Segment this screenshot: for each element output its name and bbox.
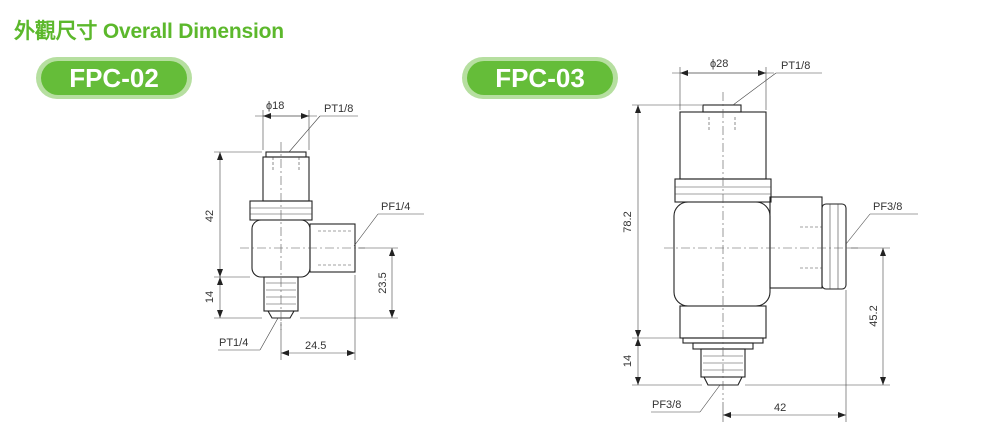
fpc-03-top-port-label: PT1/8 bbox=[781, 60, 810, 72]
model-badge-fpc-03: FPC-03 bbox=[462, 57, 618, 99]
fpc-02-drawing: ϕ18 PT1/8 42 14 23.5 PF1/4 24.5 PT1/4 bbox=[204, 100, 424, 360]
fpc-02-side-port-label: PF1/4 bbox=[381, 201, 410, 213]
fpc-02-height-lower-label: 14 bbox=[204, 291, 216, 303]
fpc-03-top-diameter-label: ϕ28 bbox=[710, 58, 728, 70]
fpc-02-top-diameter-label: ϕ18 bbox=[266, 100, 284, 112]
fpc-02-side-height-label: 23.5 bbox=[377, 272, 389, 293]
fpc-03-body-block bbox=[673, 201, 771, 307]
fpc-02-top-port-label: PT1/8 bbox=[324, 103, 353, 115]
page-title: 外觀尺寸 Overall Dimension bbox=[14, 20, 284, 43]
fpc-02-upper-body bbox=[262, 156, 310, 202]
model-name: FPC-02 bbox=[41, 61, 187, 95]
fpc-02-bottom-port-label: PT1/4 bbox=[219, 337, 248, 349]
fpc-03-side-length-label: 42 bbox=[774, 402, 786, 414]
fpc-03-side-nut bbox=[821, 203, 847, 290]
fpc-03-side-height-label: 45.2 bbox=[868, 305, 880, 326]
fpc-03-bottom-port-label: PF3/8 bbox=[652, 399, 681, 411]
model-name: FPC-03 bbox=[467, 61, 613, 95]
fpc-02-bottom-thread bbox=[263, 276, 299, 312]
fpc-02-top-cap bbox=[265, 151, 307, 158]
fpc-03-side-port-label: PF3/8 bbox=[873, 201, 902, 213]
fpc-03-height-total-label: 78.2 bbox=[622, 211, 634, 232]
fpc-02-height-upper-label: 42 bbox=[204, 210, 216, 222]
fpc-03-side-port bbox=[769, 196, 823, 289]
fpc-03-drawing: ϕ28 PT1/8 78.2 14 45.2 PF3/8 42 PF3/8 bbox=[622, 58, 918, 422]
fpc-03-top-cap bbox=[702, 104, 742, 113]
fpc-03-height-lower-label: 14 bbox=[622, 355, 634, 367]
fpc-02-side-length-label: 24.5 bbox=[305, 340, 326, 352]
model-badge-fpc-02: FPC-02 bbox=[36, 57, 192, 99]
